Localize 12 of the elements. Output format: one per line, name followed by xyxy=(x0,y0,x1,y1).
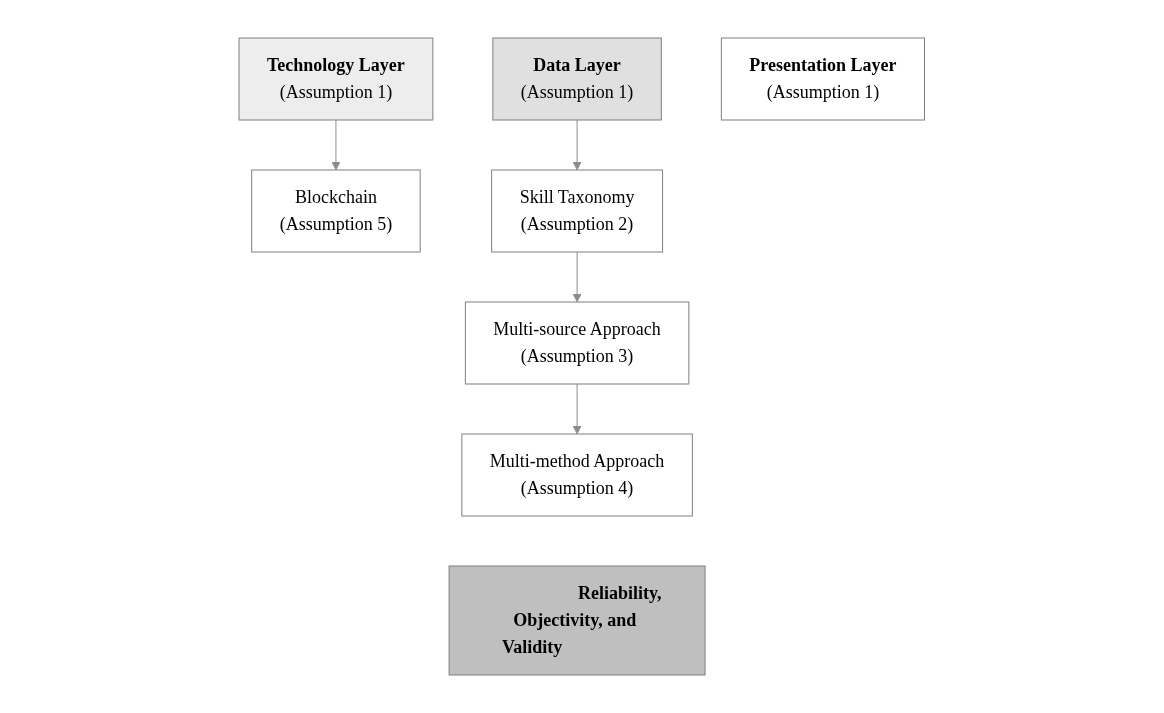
arrow xyxy=(331,119,341,171)
node-box: Multi-method Approach (Assumption 4) xyxy=(461,433,694,517)
node-box: Presentation Layer (Assumption 1) xyxy=(721,37,926,121)
node-box: Data Layer (Assumption 1) xyxy=(492,37,663,121)
node-box: Multi-source Approach (Assumption 3) xyxy=(465,301,690,385)
node-box: Technology Layer (Assumption 1) xyxy=(238,37,434,121)
arrow xyxy=(572,383,582,435)
node-box: Blockchain (Assumption 5) xyxy=(251,169,421,253)
arrow xyxy=(572,119,582,171)
node-box: Reliability, Objectivity, and Validity xyxy=(448,565,706,676)
node-box: Skill Taxonomy (Assumption 2) xyxy=(491,169,664,253)
arrow xyxy=(572,251,582,303)
